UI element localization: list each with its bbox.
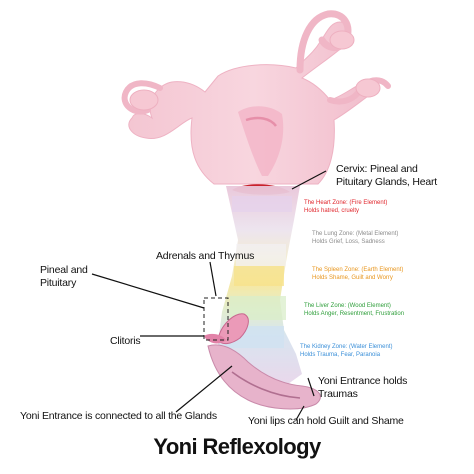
cervix-label-line2: Pituitary Glands, Heart <box>336 176 438 188</box>
kidney-zone-note: The Kidney Zone: (Water Element) Holds T… <box>300 343 392 359</box>
kidney-zone-heading: The Kidney Zone: (Water Element) <box>300 344 393 350</box>
cervix-label: Cervix: Pineal and Pituitary Glands, Hea… <box>336 163 437 189</box>
heart-zone-heading: The Heart Zone: (Fire Element) <box>304 200 388 206</box>
spleen-zone-text: Holds Shame, Guilt and Worry <box>312 275 393 281</box>
entrance-connected-label: Yoni Entrance is connected to all the Gl… <box>20 410 217 422</box>
clitoris-label: Clitoris <box>110 335 141 347</box>
leader-lines <box>91 170 327 421</box>
liver-zone-note: The Liver Zone: (Wood Element) Holds Ang… <box>304 302 404 318</box>
yoni-lips <box>207 344 321 410</box>
liver-zone-heading: The Liver Zone: (Wood Element) <box>304 303 391 309</box>
entrance-holds-line2: Traumas <box>318 388 358 400</box>
pineal-label-line1: Pineal and <box>40 264 88 276</box>
clitoris-shape <box>204 313 249 345</box>
spleen-zone-heading: The Spleen Zone: (Earth Element) <box>312 267 404 273</box>
dashed-marker-box <box>203 297 229 341</box>
lips-label: Yoni lips can hold Guilt and Shame <box>248 415 404 427</box>
lung-zone-text: Holds Grief, Loss, Sadness <box>312 239 385 245</box>
cervix-label-line1: Cervix: Pineal and <box>336 163 418 175</box>
entrance-holds-line1: Yoni Entrance holds <box>318 375 408 387</box>
kidney-zone-text: Holds Trauma, Fear, Paranoia <box>300 352 381 358</box>
liver-zone-text: Holds Anger, Resentment, Frustration <box>304 311 405 317</box>
pineal-label-line2: Pituitary <box>40 277 77 289</box>
pineal-label: Pineal and Pituitary <box>40 264 88 290</box>
heart-zone-text: Holds hatred, cruelty <box>304 208 360 214</box>
heart-zone-note: The Heart Zone: (Fire Element) Holds hat… <box>304 199 387 215</box>
lung-zone-note: The Lung Zone: (Metal Element) Holds Gri… <box>312 230 398 246</box>
lung-zone-heading: The Lung Zone: (Metal Element) <box>312 231 399 237</box>
spleen-zone-note: The Spleen Zone: (Earth Element) Holds S… <box>312 266 403 282</box>
entrance-holds-label: Yoni Entrance holds Traumas <box>318 375 407 401</box>
adrenals-label: Adrenals and Thymus <box>156 250 255 262</box>
diagram-title: Yoni Reflexology <box>153 434 321 459</box>
